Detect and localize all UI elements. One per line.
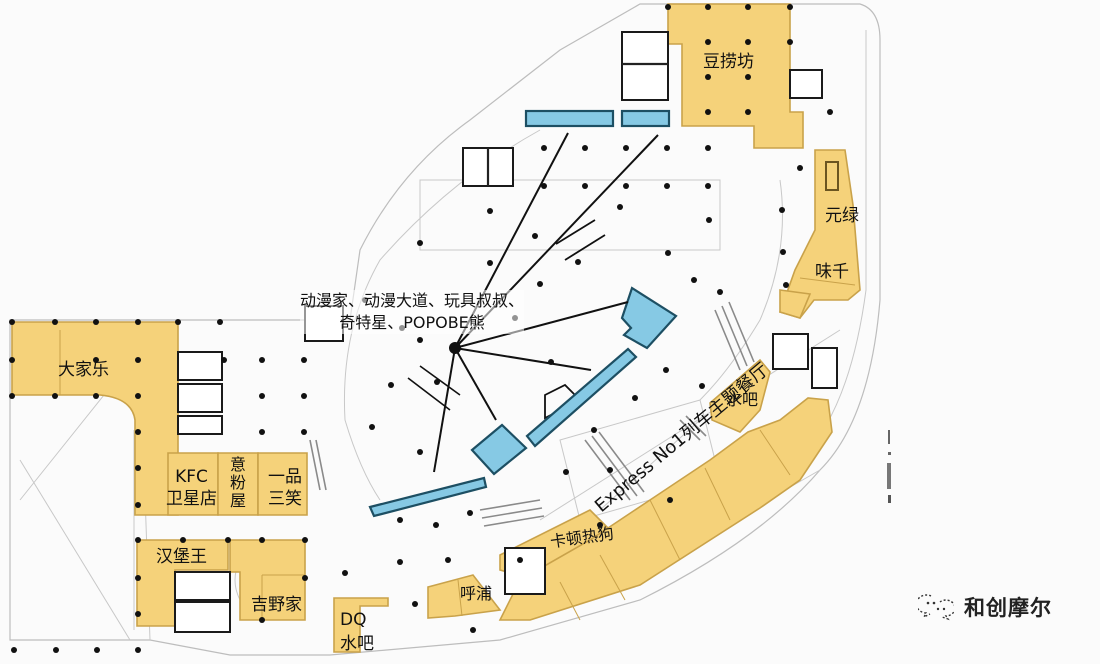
store-dajiale[interactable] xyxy=(11,321,179,516)
label-hupu: 呼浦 xyxy=(460,584,493,603)
annotation-line-1: 动漫家、动漫大道、玩具叔叔、 xyxy=(300,291,525,310)
label-dajiale: 大家乐 xyxy=(58,360,109,380)
store-yuanlu-weiqian[interactable] xyxy=(778,149,861,319)
store-hupu[interactable] xyxy=(427,574,502,619)
label-weiqian: 味千 xyxy=(815,262,849,282)
annotation-line-2: 奇特星、POPOBE熊 xyxy=(339,313,485,332)
store-yipinsanxiao[interactable] xyxy=(257,452,308,516)
scale-marks xyxy=(884,430,894,507)
kiosk-east[interactable] xyxy=(620,286,678,350)
store-doulaofang[interactable] xyxy=(667,3,804,149)
label-jiyejia: 吉野家 xyxy=(251,595,302,615)
wechat-logo-icon xyxy=(918,594,954,621)
stores-layer xyxy=(11,3,861,653)
store-shuiba[interactable] xyxy=(709,358,771,433)
label-kfc: KFC 卫星店 xyxy=(166,466,217,510)
label-yifenwu: 意粉屋 xyxy=(227,456,246,510)
kiosks-layer xyxy=(368,109,678,518)
kiosk-center[interactable] xyxy=(470,423,528,476)
kiosk-southwest[interactable] xyxy=(368,476,488,518)
label-yipinsanxiao-line2: 三笑 xyxy=(268,489,302,509)
service-cores xyxy=(174,31,838,633)
label-yuanlu: 元绿 xyxy=(825,206,859,226)
label-kfc-line2: 卫星店 xyxy=(166,489,217,509)
label-dq-line1: DQ xyxy=(340,610,367,630)
annotation-toy-stores: 动漫家、动漫大道、玩具叔叔、 奇特星、POPOBE熊 xyxy=(300,290,525,334)
label-dq-line2: 水吧 xyxy=(340,634,374,654)
watermark-text: 和创摩尔 xyxy=(964,596,1052,620)
label-kfc-line1: KFC xyxy=(175,467,208,487)
label-yipinsanxiao-line1: 一品 xyxy=(268,467,302,487)
label-shuiba: 水吧 xyxy=(726,390,759,409)
kiosk-long-diagonal[interactable] xyxy=(525,347,638,448)
store-dq[interactable] xyxy=(333,597,389,653)
kiosk-north-1[interactable] xyxy=(524,109,615,128)
columns xyxy=(9,4,833,653)
label-doulaofang: 豆捞坊 xyxy=(703,52,754,72)
label-hanbaowang: 汉堡王 xyxy=(156,547,207,567)
kiosk-north-2[interactable] xyxy=(620,109,671,128)
watermark: 和创摩尔 xyxy=(918,592,1052,622)
label-yipinsanxiao: 一品 三笑 xyxy=(268,466,302,510)
label-dq: DQ 水吧 xyxy=(340,608,374,656)
